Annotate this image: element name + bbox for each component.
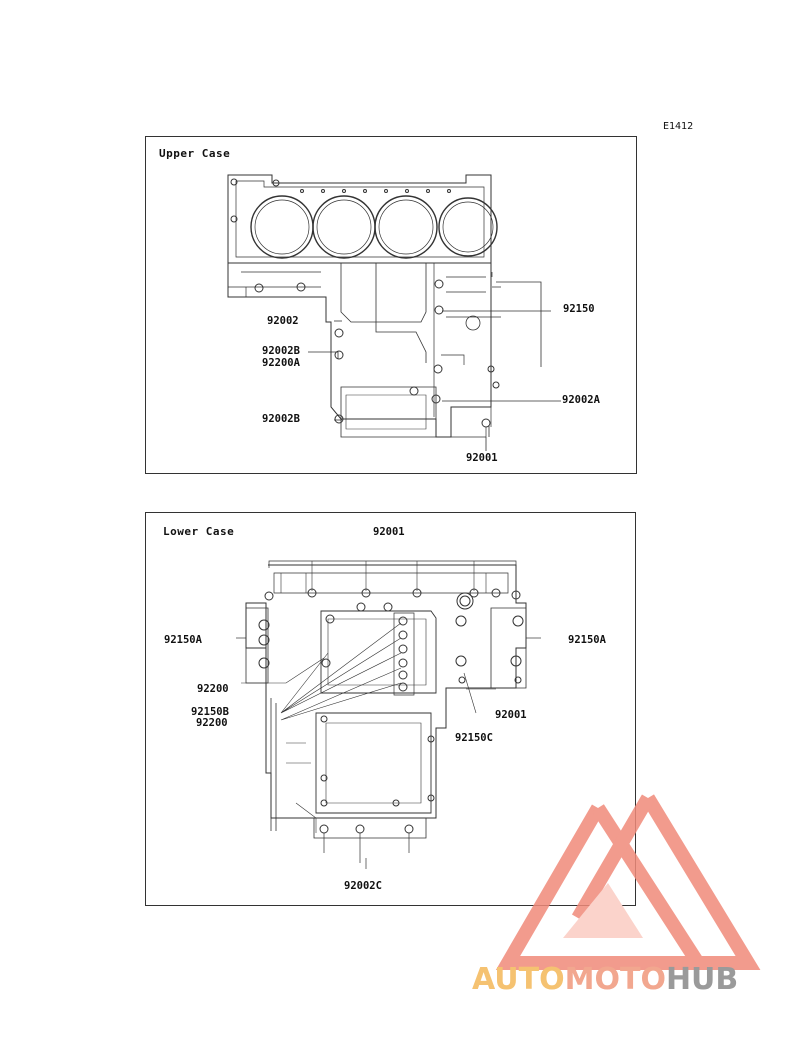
- label-92002c: 92002C: [344, 880, 382, 892]
- label-92150: 92150: [563, 303, 595, 315]
- upper-case-panel: Upper Case: [145, 136, 637, 474]
- label-92002b-top: 92002B: [262, 345, 300, 357]
- label-92150a-right: 92150A: [568, 634, 606, 646]
- brand-part-moto: MOTO: [564, 962, 666, 997]
- label-92150c: 92150C: [455, 732, 493, 744]
- label-92200: 92200: [197, 683, 229, 695]
- figure-code: E1412: [663, 121, 694, 132]
- label-92002: 92002: [267, 315, 299, 327]
- label-92001-right: 92001: [495, 709, 527, 721]
- label-92002b-bottom: 92002B: [262, 413, 300, 425]
- label-92150b: 92150B: [191, 706, 229, 718]
- lower-case-panel: Lower Case: [145, 512, 636, 906]
- lower-case-drawing: [236, 560, 541, 869]
- lower-case-title: Lower Case: [163, 525, 235, 538]
- brand-part-auto: AUTO: [472, 962, 565, 997]
- watermark-brand: AUTOMOTOHUB: [472, 962, 738, 997]
- brand-part-hub: HUB: [665, 962, 739, 997]
- label-92200-b: 92200: [196, 717, 228, 729]
- upper-case-title: Upper Case: [159, 147, 231, 160]
- label-92001-top: 92001: [373, 526, 405, 538]
- watermark-triangle-logo: [495, 794, 761, 970]
- upper-case-drawing: [227, 174, 561, 451]
- label-92001: 92001: [466, 452, 498, 464]
- label-92200a: 92200A: [262, 357, 300, 369]
- label-92002a: 92002A: [562, 394, 600, 406]
- label-92150a-left: 92150A: [164, 634, 202, 646]
